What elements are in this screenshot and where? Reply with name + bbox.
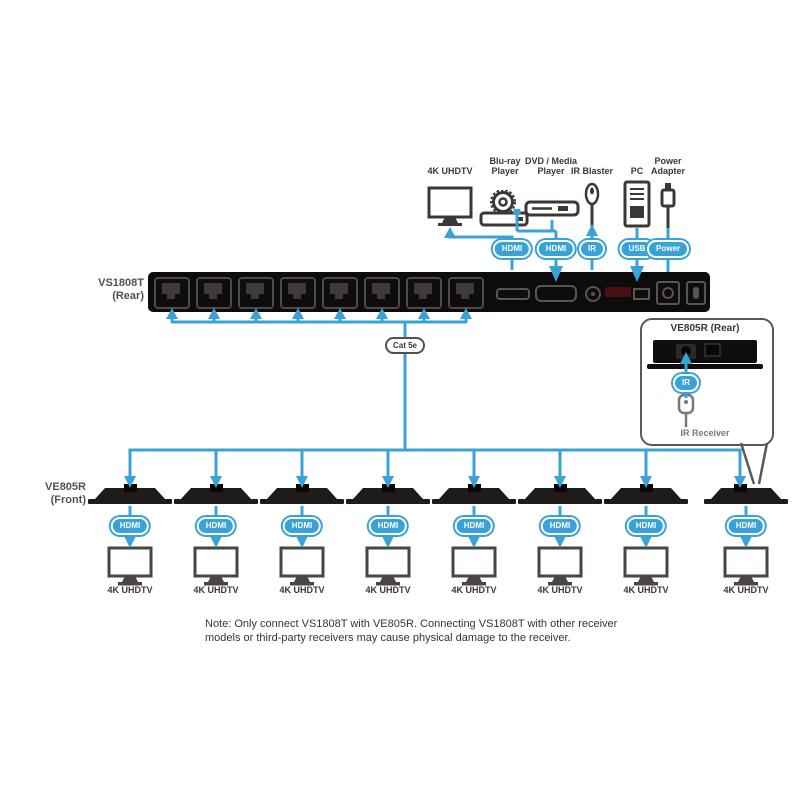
cat5-out-port-7	[406, 277, 442, 309]
rx-hdmi-cable-tag: HDMI	[282, 517, 322, 535]
cat5-out-port-1	[154, 277, 190, 309]
hdmi-in-cable-tag: HDMI	[536, 240, 576, 258]
display-monitor-icon	[193, 546, 239, 586]
display-monitor-icon	[537, 546, 583, 586]
hdmi-out-cable-tag: HDMI	[492, 240, 532, 258]
cat5e-cable-tag: Cat 5e	[384, 337, 426, 354]
power-switch	[686, 281, 706, 305]
label-pc: PC	[630, 166, 644, 176]
cat5-out-port-4	[280, 277, 316, 309]
receiver-icon	[174, 484, 258, 504]
display-monitor-icon	[451, 546, 497, 586]
inset-ir-cable-tag: IR	[673, 374, 699, 392]
tv-icon	[427, 186, 473, 226]
receiver-row-label: VE805R (Front)	[45, 481, 86, 506]
receiver-icon	[88, 484, 172, 504]
hdmi-out-port	[496, 288, 530, 300]
cat5-out-port-3	[238, 277, 274, 309]
receiver-icon	[604, 484, 688, 504]
power-cable-tag: Power	[646, 240, 690, 258]
ve805r-rear-device-icon	[647, 340, 763, 369]
rx-hdmi-cable-tag: HDMI	[110, 517, 150, 535]
display-label: 4K UHDTV	[537, 585, 583, 595]
display-monitor-icon	[723, 546, 769, 586]
receiver-icon	[518, 484, 602, 504]
rx-hdmi-cable-tag: HDMI	[540, 517, 580, 535]
display-label: 4K UHDTV	[279, 585, 325, 595]
rx-hdmi-cable-tag: HDMI	[726, 517, 766, 535]
receiver-icon	[260, 484, 344, 504]
inset-callout-pointer	[739, 442, 769, 485]
rx-hdmi-cable-tag: HDMI	[368, 517, 408, 535]
display-label: 4K UHDTV	[193, 585, 239, 595]
ve805r-rear-inset-box	[640, 318, 774, 446]
ir-receiver-label: IR Receiver	[680, 428, 730, 438]
label-ir-blaster: IR Blaster	[570, 166, 614, 176]
cat5-out-port-6	[364, 277, 400, 309]
usb-port	[633, 288, 650, 300]
display-monitor-icon	[107, 546, 153, 586]
power-adapter-icon	[660, 183, 676, 228]
receiver-icon	[432, 484, 516, 504]
pc-tower-icon	[623, 180, 651, 228]
display-monitor-icon	[623, 546, 669, 586]
label-4k-uhdtv-source: 4K UHDTV	[427, 166, 473, 176]
display-monitor-icon	[365, 546, 411, 586]
footnote: Note: Only connect VS1808T with VE805R. …	[205, 618, 618, 644]
receiver-icon	[346, 484, 430, 504]
power-socket	[656, 281, 680, 305]
transmitter-label: VS1808T (Rear)	[98, 277, 144, 302]
hdmi-in-port	[535, 285, 577, 302]
rx-hdmi-cable-tag: HDMI	[196, 517, 236, 535]
cat5-out-port-5	[322, 277, 358, 309]
ir-cable-tag: IR	[579, 240, 605, 258]
display-monitor-icon	[279, 546, 325, 586]
ir-port	[585, 286, 601, 302]
display-label: 4K UHDTV	[107, 585, 153, 595]
vs1808t-rear-panel	[148, 272, 710, 312]
ir-blaster-icon	[584, 182, 600, 226]
display-label: 4K UHDTV	[623, 585, 669, 595]
serial-port	[605, 287, 631, 297]
rx-hdmi-cable-tag: HDMI	[454, 517, 494, 535]
display-label: 4K UHDTV	[451, 585, 497, 595]
ir-receiver-icon	[677, 394, 695, 427]
cat5-out-port-8	[448, 277, 484, 309]
display-label: 4K UHDTV	[365, 585, 411, 595]
receiver-icon	[704, 484, 788, 504]
dvd-media-player-icon	[524, 200, 580, 217]
display-label: 4K UHDTV	[723, 585, 769, 595]
rx-hdmi-cable-tag: HDMI	[626, 517, 666, 535]
cat5-out-port-2	[196, 277, 232, 309]
inset-title: VE805R (Rear)	[670, 323, 740, 334]
